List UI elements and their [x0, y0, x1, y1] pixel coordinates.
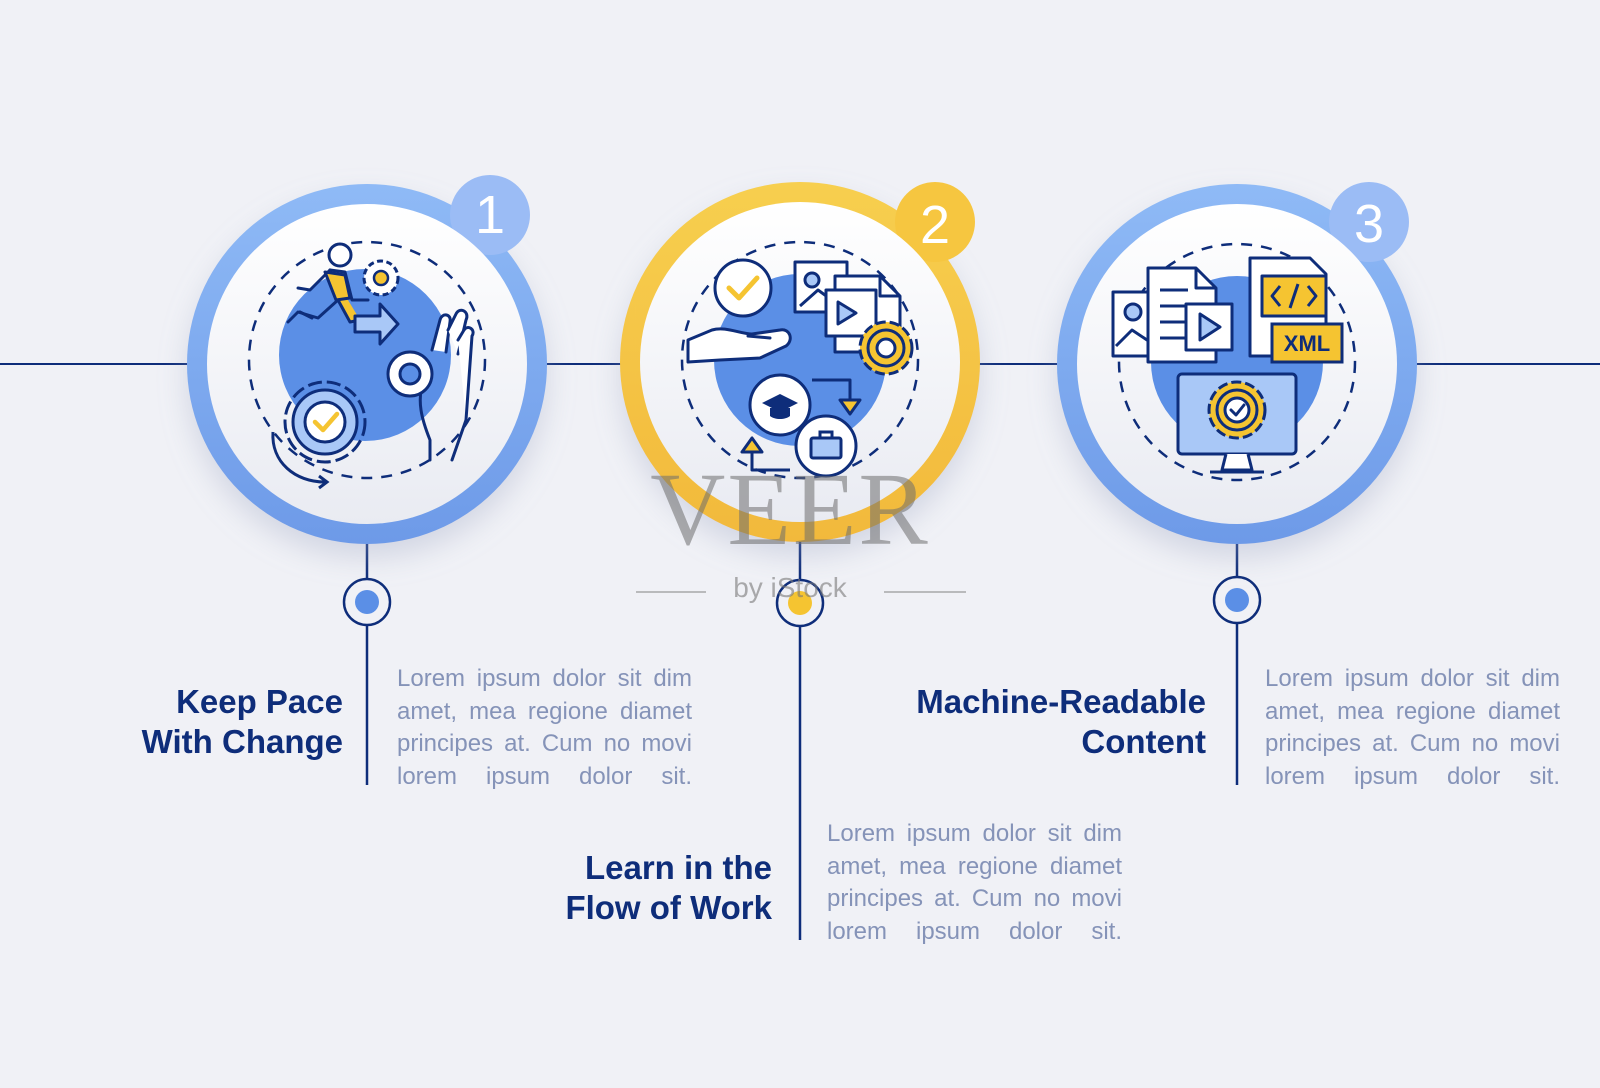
watermark-rule-right	[884, 591, 966, 593]
step-1-desc-line-4: lorem ipsum dolor sit.	[397, 762, 692, 790]
step-3-desc-line-2: amet, mea regione diamet	[1265, 697, 1560, 725]
briefcase-icon	[794, 414, 858, 478]
step-3-number: 3	[1354, 194, 1384, 254]
hand-icon	[686, 327, 792, 364]
watermark-rule-left	[636, 591, 706, 593]
step-3-desc-line-3: principes at. Cum no movi	[1265, 730, 1560, 757]
step-1-node-dot	[355, 590, 379, 614]
step-2-title: Learn in the Flow of Work	[520, 848, 772, 928]
gear-check-icon	[271, 380, 367, 490]
flow-arrows	[740, 378, 862, 472]
ok-hand-icon	[386, 308, 475, 462]
step-1-title-line-1: Keep Pace	[176, 683, 343, 720]
step-1-number: 1	[475, 185, 505, 245]
step-1-title: Keep Pace With Change	[100, 682, 343, 762]
step-2-badge	[895, 182, 975, 262]
graduation-cap-icon	[748, 373, 812, 437]
svg-text:XML: XML	[1284, 331, 1330, 356]
watermark-sub: by iStock	[733, 572, 847, 603]
step-1-desc-line-1: Lorem ipsum dolor sit dim	[397, 665, 692, 692]
step-3-desc-line-1: Lorem ipsum dolor sit dim	[1265, 665, 1560, 692]
step-3-group: 3	[1057, 182, 1417, 785]
code-file-icon	[1248, 256, 1328, 358]
step-2-node-dot	[788, 591, 812, 615]
gear-icon	[858, 320, 914, 376]
step-2-number: 2	[920, 195, 950, 255]
step-3-description: Lorem ipsum dolor sit dim amet, mea regi…	[1265, 663, 1560, 793]
check-circle-icon	[713, 258, 773, 318]
step-2-description: Lorem ipsum dolor sit dim amet, mea regi…	[827, 818, 1122, 948]
step-3-badge	[1329, 182, 1409, 262]
step-3-title-line-1: Machine-Readable	[916, 683, 1206, 720]
gear-icon	[362, 259, 400, 297]
step-2-group: 2	[620, 182, 980, 940]
step-2-title-line-1: Learn in the	[584, 849, 772, 886]
step-1-badge	[450, 175, 530, 255]
step-1-dashed-ring	[247, 240, 487, 480]
step-3-node-dot	[1225, 588, 1249, 612]
xml-icon: XML	[1270, 322, 1344, 364]
step-3-dashed-ring	[1117, 242, 1357, 482]
step-1-title-line-2: With Change	[141, 723, 343, 760]
monitor-gear-icon	[1176, 372, 1298, 474]
step-1-desc-line-3: principes at. Cum no movi	[397, 730, 692, 757]
step-3-title: Machine-Readable Content	[850, 682, 1206, 762]
running-person-icon	[286, 242, 370, 324]
step-2-desc-line-1: Lorem ipsum dolor sit dim	[827, 820, 1122, 847]
step-1-desc-line-2: amet, mea regione diamet	[397, 697, 692, 725]
step-2-title-line-2: Flow of Work	[565, 889, 772, 926]
arrow-right-icon	[353, 302, 400, 346]
step-2-desc-line-3: principes at. Cum no movi	[827, 885, 1122, 912]
video-file-icon	[1184, 302, 1234, 352]
step-1-group: 1	[187, 175, 547, 785]
step-1-description: Lorem ipsum dolor sit dim amet, mea regi…	[397, 663, 692, 793]
step-2-desc-line-2: amet, mea regione diamet	[827, 852, 1122, 880]
step-2-dashed-ring	[680, 240, 920, 480]
step-3-title-line-2: Content	[1081, 723, 1206, 760]
step-2-desc-line-4: lorem ipsum dolor sit.	[827, 917, 1122, 945]
step-3-desc-line-4: lorem ipsum dolor sit.	[1265, 762, 1560, 790]
watermark-main: VEER	[650, 452, 930, 567]
